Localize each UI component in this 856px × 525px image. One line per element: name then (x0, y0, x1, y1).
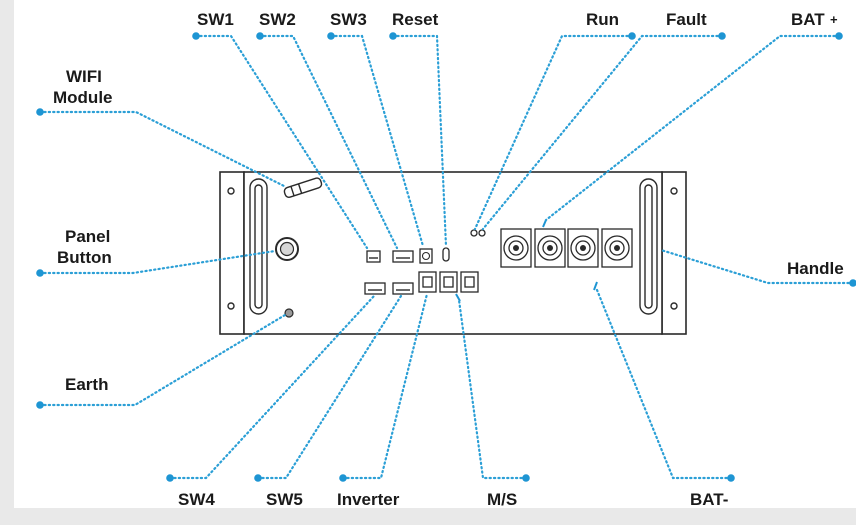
label-sw3: SW3 (330, 10, 367, 29)
inverter-rj45-port (418, 271, 437, 293)
sw5-port (392, 282, 414, 295)
label-bat-minus: BAT- (690, 490, 728, 509)
bat-connector-4 (601, 228, 633, 268)
sw4-port (364, 282, 386, 295)
sw2-leader (258, 34, 399, 250)
wifi-module-leader (38, 110, 286, 188)
bat-connector-2 (534, 228, 566, 268)
label-sw4: SW4 (178, 490, 215, 509)
sw3-leader (329, 34, 425, 248)
label-sw2: SW2 (259, 10, 296, 29)
sw4-leader (168, 294, 376, 480)
sw2-port (392, 250, 414, 263)
bat-connector-3 (567, 228, 599, 268)
label-sw5: SW5 (266, 490, 303, 509)
label-inverter: Inverter (337, 490, 400, 509)
wifi-antenna-icon (283, 177, 323, 198)
run-leader (473, 34, 634, 231)
label-run: Run (586, 10, 619, 29)
ms-rj45-port-2 (460, 271, 479, 293)
inverter-leader (341, 292, 429, 480)
left-top-screw-hole (227, 187, 235, 195)
left-handle-inner (254, 184, 263, 309)
run-led (470, 229, 478, 237)
ms-rj45-port-1 (439, 271, 458, 293)
label-bat-plus: BAT (791, 10, 825, 29)
right-bottom-screw-hole (670, 302, 678, 310)
label-panel-line2: Button (57, 248, 112, 267)
label-earth: Earth (65, 375, 108, 394)
left-bracket (219, 171, 245, 335)
front-face (243, 171, 663, 335)
ms-leader (457, 298, 528, 480)
reset-leader (391, 34, 448, 248)
label-ms: M/S (487, 490, 517, 509)
panel-button-center (279, 241, 295, 257)
leader-dots (36, 32, 856, 482)
reset-button (442, 247, 450, 262)
label-wifi-line1: WIFI (66, 67, 102, 86)
sw1-port (366, 250, 381, 263)
label-handle: Handle (787, 259, 844, 278)
label-bat-plus-sign: + (830, 12, 838, 27)
label-fault: Fault (666, 10, 707, 29)
callout-labels: SW1 SW2 SW3 Reset Run Fault BAT + WIFI M… (53, 10, 844, 509)
leader-lines (38, 34, 855, 480)
panel-button-leader (38, 249, 277, 275)
right-handle-inner (644, 184, 653, 309)
sw5-leader (256, 294, 403, 480)
bat-connector-1 (500, 228, 532, 268)
fault-leader (481, 34, 724, 231)
label-wifi-line2: Module (53, 88, 113, 107)
label-sw1: SW1 (197, 10, 234, 29)
earth-terminal (284, 308, 294, 318)
label-reset: Reset (392, 10, 439, 29)
earth-leader (38, 313, 287, 407)
sw1-leader (194, 34, 369, 250)
right-top-screw-hole (670, 187, 678, 195)
handle-leader (659, 248, 855, 285)
fault-led (478, 229, 486, 237)
label-panel-line1: Panel (65, 227, 110, 246)
bat-plus-leader (544, 34, 841, 222)
right-handle (639, 178, 658, 315)
left-handle (249, 178, 268, 315)
right-bracket (661, 171, 687, 335)
battery-module-panel (219, 171, 687, 335)
bat-minus-leader (595, 288, 733, 480)
left-bottom-screw-hole (227, 302, 235, 310)
